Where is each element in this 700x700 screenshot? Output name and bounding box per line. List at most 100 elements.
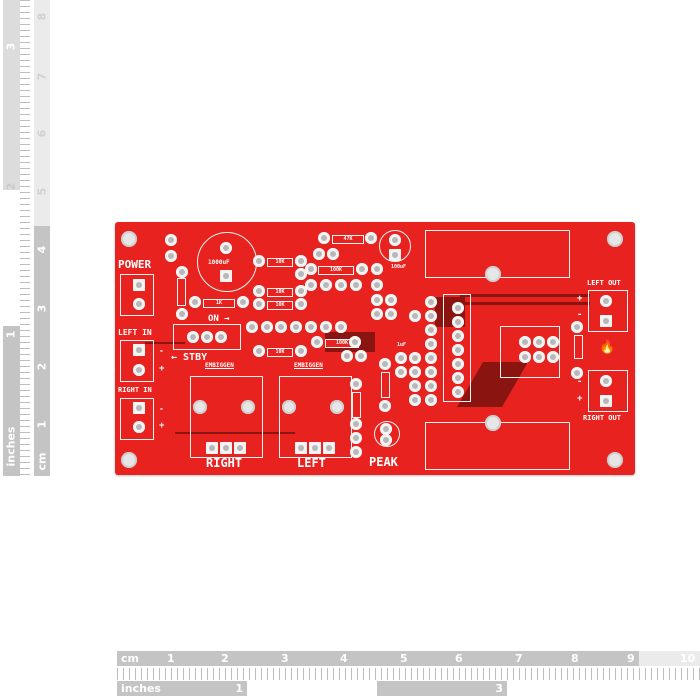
ruler-inches-bar: 3 [377,681,507,696]
pot-mount-hole [241,400,255,414]
pad [349,336,361,348]
label-right-in: RIGHT IN [118,386,152,394]
pad [295,285,307,297]
pad [385,308,397,320]
ruler-inches-label: inches [121,682,161,695]
ruler-cm-number: 3 [35,304,49,313]
label-plus: + [577,294,583,304]
pad [425,324,437,336]
pad [133,298,145,310]
pad [201,331,213,343]
pad [275,321,287,333]
label-plus: + [159,421,165,431]
pot-mount-hole [330,400,344,414]
pad [600,395,612,407]
resistor: 100K [318,266,354,275]
resistor: 47K [332,235,364,244]
pad [379,400,391,412]
ruler-cm-number: 1 [35,420,49,429]
ruler-cm-number: 8 [35,12,49,21]
pad [533,336,545,348]
ruler-cm-number: 6 [35,129,49,138]
pad [600,295,612,307]
right-in-connector-outline [120,398,154,440]
pad [519,351,531,363]
ruler-cm-segment [34,0,50,240]
pad [253,345,265,357]
pad [533,351,545,363]
pad [215,331,227,343]
pad [220,442,232,454]
pad [320,321,332,333]
ruler-cm-bar: cm [117,651,639,666]
label-minus: - [159,404,164,413]
pad [600,375,612,387]
label-cap-100uf: 100uF [391,264,407,270]
pad [253,285,265,297]
ruler-cm-number: 2 [35,362,49,371]
resistor-outline [177,278,186,306]
pad [305,321,317,333]
pad [295,298,307,310]
pad [355,350,367,362]
pad [452,316,464,328]
mounting-hole [121,452,137,468]
pad [409,394,421,406]
left-out-connector-outline [588,290,628,332]
resistor-outline [352,392,361,418]
label-cap-1000uf: 1000uF [208,259,230,266]
ruler-cm-number: 7 [515,652,523,665]
ruler-cm-number: 7 [35,72,49,81]
left-in-connector-outline [120,340,154,382]
pad [425,366,437,378]
pad [295,255,307,267]
label-minus: - [159,346,164,355]
pad [371,294,383,306]
pad [371,263,383,275]
pad [452,372,464,384]
label-right: RIGHT [206,456,243,470]
pad [176,266,188,278]
pad [425,394,437,406]
pad [452,302,464,314]
pad [165,234,177,246]
switch-outline [173,324,241,350]
pad [350,432,362,444]
ruler-inch-number: 1 [235,682,243,695]
ruler-inch-number: 3 [495,682,503,695]
pad [389,234,401,246]
pad [323,442,335,454]
pad [385,294,397,306]
ruler-cm-label: cm [121,652,139,665]
mounting-hole [121,231,137,247]
potentiometer-right-outline [190,376,263,458]
pad [261,321,273,333]
pad [389,249,401,261]
pad [425,352,437,364]
ruler-inch-number: 2 [4,182,18,191]
pad [350,446,362,458]
pad [320,279,332,291]
label-peak: PEAK [369,455,398,469]
right-out-connector-outline [588,370,628,412]
ruler-inch-number: 1 [4,330,18,339]
pad [290,321,302,333]
pad [425,338,437,350]
pad [335,279,347,291]
ruler-inches-segment [3,326,20,476]
ruler-cm-number: 5 [35,187,49,196]
pad [313,248,325,260]
pad [379,358,391,370]
pad [327,248,339,260]
pad [371,279,383,291]
pad [311,336,323,348]
pad [371,308,383,320]
pad [176,308,188,320]
pad [571,367,583,379]
pad [318,232,330,244]
ruler-cm-number: 3 [281,652,289,665]
pad [547,351,559,363]
pad [220,270,232,282]
pad [187,331,199,343]
ruler-cm-number: 10 [680,652,696,665]
